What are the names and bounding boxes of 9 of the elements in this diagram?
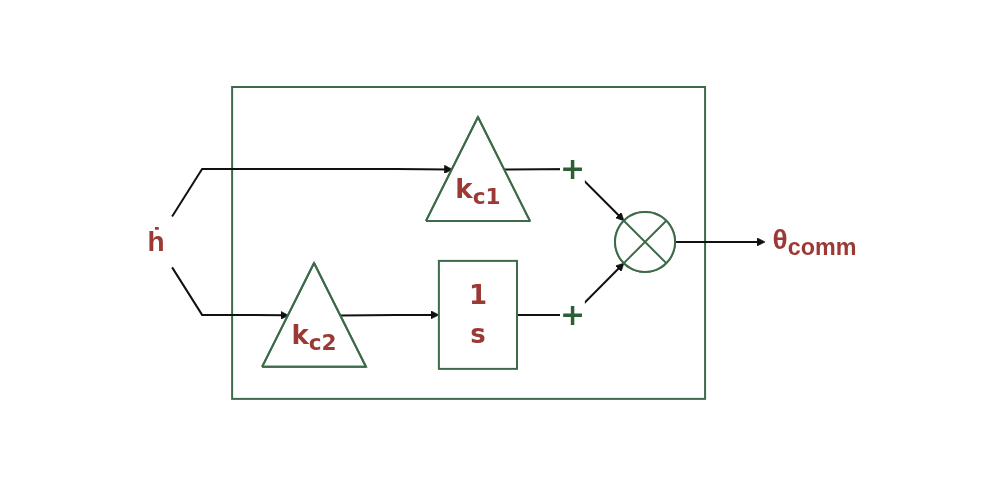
arrow: [339, 310, 439, 320]
edge-label: +: [559, 151, 585, 187]
node-text: θ$_{comm}$: [772, 223, 856, 261]
arrow: [170, 165, 453, 218]
edge-label: +: [559, 297, 585, 333]
arrow: [170, 266, 289, 320]
node-box: 1 s: [437, 259, 518, 370]
cluster: [230, 86, 706, 400]
node-text: ḣ: [147, 225, 165, 257]
